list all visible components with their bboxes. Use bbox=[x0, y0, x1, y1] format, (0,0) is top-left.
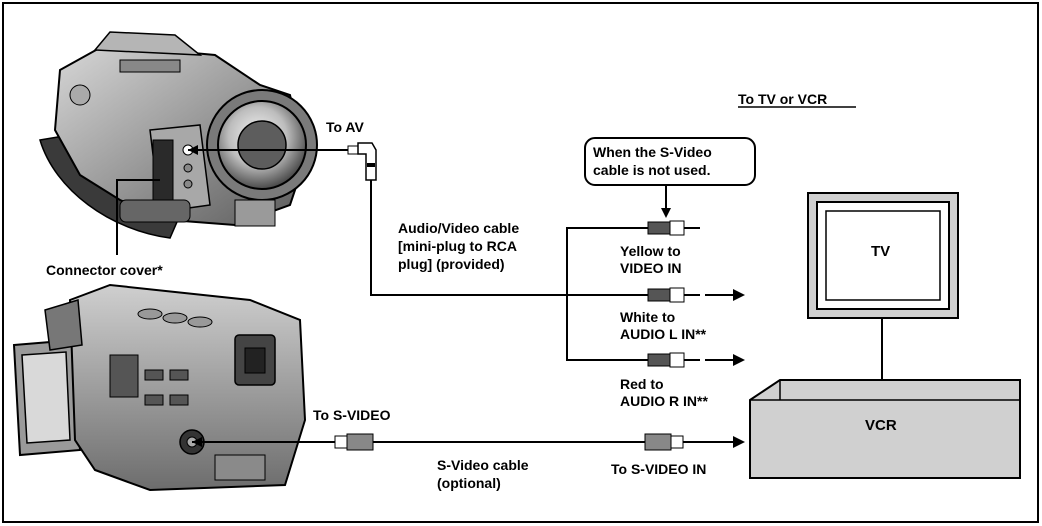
yellow-label-1: Yellow to bbox=[620, 243, 681, 259]
rca-plug-white bbox=[647, 287, 700, 303]
tv-label: TV bbox=[871, 243, 890, 260]
s-video-plug-left bbox=[334, 433, 374, 451]
camcorder-front-icon bbox=[39, 31, 318, 239]
av-cable-label-1: Audio/Video cable bbox=[398, 220, 519, 236]
s-video-plug-right bbox=[644, 433, 684, 451]
av-cable bbox=[370, 180, 648, 296]
s-video-cable-label-1: S-Video cable bbox=[437, 457, 529, 473]
red-label-1: Red to bbox=[620, 376, 664, 392]
red-label-2: AUDIO R IN** bbox=[620, 393, 708, 409]
connector-cover-pointer bbox=[116, 179, 160, 255]
white-label-1: White to bbox=[620, 309, 675, 325]
av-cable-branch bbox=[566, 227, 648, 361]
to-s-video-in-label: To S-VIDEO IN bbox=[611, 461, 706, 477]
av-cable-label-2: [mini-plug to RCA bbox=[398, 238, 517, 254]
yellow-label-2: VIDEO IN bbox=[620, 260, 681, 276]
rca-plug-red bbox=[647, 352, 700, 368]
s-video-cable-label-2: (optional) bbox=[437, 475, 501, 491]
to-av-label: To AV bbox=[326, 119, 365, 135]
callout-box bbox=[584, 137, 756, 186]
callout-line-2: cable is not used. bbox=[593, 162, 710, 178]
rca-plug-yellow bbox=[647, 220, 700, 236]
vcr-icon bbox=[749, 379, 1021, 479]
camcorder-side-icon bbox=[12, 283, 307, 492]
mini-plug-icon bbox=[347, 142, 377, 181]
vcr-label: VCR bbox=[865, 417, 897, 434]
to-s-video-label: To S-VIDEO bbox=[313, 407, 391, 423]
white-label-2: AUDIO L IN** bbox=[620, 326, 707, 342]
connector-cover-label: Connector cover* bbox=[46, 262, 163, 278]
to-tv-or-vcr-title: To TV or VCR bbox=[738, 91, 827, 107]
callout-line-1: When the S-Video bbox=[593, 144, 712, 160]
av-cable-label-3: plug] (provided) bbox=[398, 256, 505, 272]
tv-icon bbox=[807, 192, 959, 380]
